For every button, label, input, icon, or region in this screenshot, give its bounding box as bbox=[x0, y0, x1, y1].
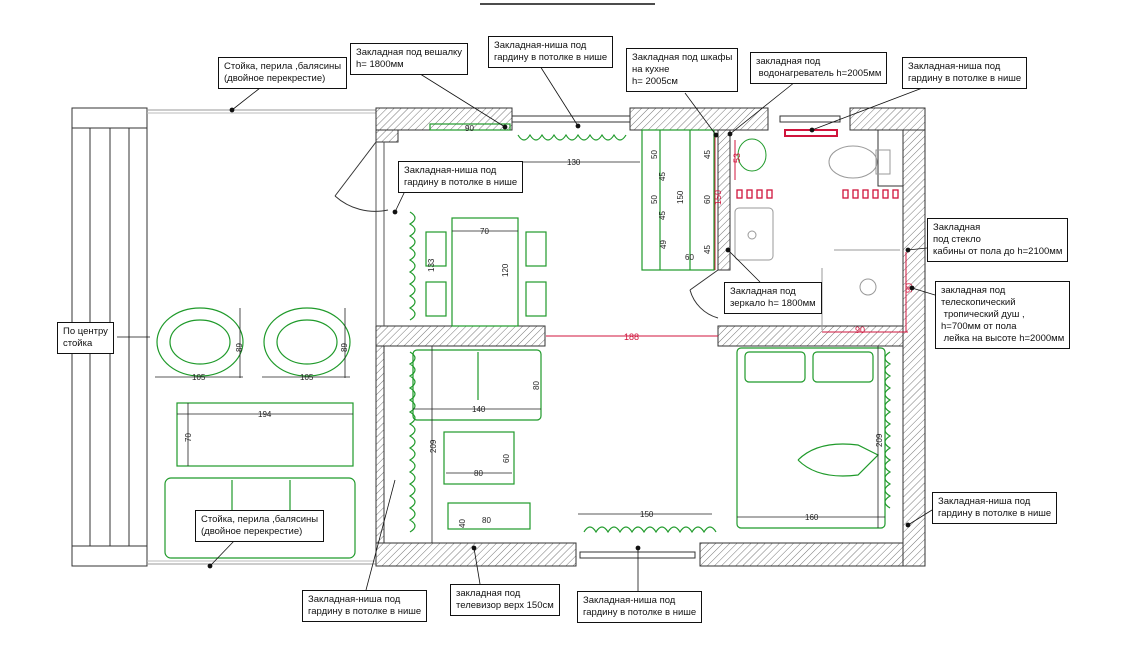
dim-terrace-table-depth: 70 bbox=[184, 433, 193, 442]
dim-k60b: 60 bbox=[703, 195, 712, 204]
label-curtain-bottom-mid: Закладная-ниша под гардину в потолке в н… bbox=[577, 591, 703, 623]
dim-chair1-w: 105 bbox=[192, 373, 206, 382]
label-hanger: Закладная под вешалку h= 1800мм bbox=[350, 43, 469, 75]
dim-table-width: 70 bbox=[480, 227, 489, 236]
curtain-top-living bbox=[517, 133, 627, 141]
dim-k45c: 45 bbox=[703, 150, 712, 159]
dim-k150-red: 150 bbox=[713, 190, 723, 205]
dim-table-length: 120 bbox=[501, 263, 510, 277]
dim-table-133: 133 bbox=[427, 258, 436, 272]
label-kitchen-cabinets: Закладная под шкафы на кухне h= 2005см bbox=[626, 48, 739, 92]
terrace-sofa bbox=[164, 477, 356, 559]
dim-chair1-d: 89 bbox=[235, 343, 244, 352]
dim-bed-length: 209 bbox=[875, 433, 884, 447]
leader-lines bbox=[117, 65, 936, 591]
dim-living-209: 209 bbox=[429, 439, 438, 453]
dim-heater-53: 53 bbox=[732, 153, 742, 163]
curtain-kitchen bbox=[408, 211, 416, 321]
dim-shower-90: 90 bbox=[855, 325, 865, 335]
label-curtain-kitchen: Закладная-ниша под гардину в потолке в н… bbox=[398, 161, 524, 193]
label-water-heater: закладная под водонагреватель h=2005мм bbox=[750, 52, 888, 84]
toilet bbox=[828, 145, 878, 179]
label-curtain-top-bath: Закладная-ниша под гардину в потолке в н… bbox=[902, 57, 1028, 89]
coffee-table bbox=[443, 431, 515, 485]
dim-curtain: 130 bbox=[567, 158, 581, 167]
dim-k50b: 50 bbox=[650, 195, 659, 204]
embeds bbox=[546, 129, 908, 337]
label-center-post: По центру стойка bbox=[57, 322, 114, 354]
sofa bbox=[412, 349, 542, 421]
dim-passage: 188 bbox=[624, 332, 639, 342]
dim-k60a: 60 bbox=[685, 253, 694, 262]
dim-hanger: 90 bbox=[465, 124, 474, 133]
person-figure bbox=[797, 443, 880, 477]
dim-k45b: 45 bbox=[658, 211, 667, 220]
furniture bbox=[156, 123, 892, 559]
label-railing-bottom: Стойка, перила ,балясины (двойное перекр… bbox=[195, 510, 325, 542]
dim-coffee-depth: 60 bbox=[502, 454, 511, 463]
dining-table bbox=[451, 217, 519, 327]
windows bbox=[375, 115, 841, 559]
label-mirror: Закладная под зеркало h= 1800мм bbox=[724, 282, 822, 314]
curtain-bottom bbox=[583, 526, 717, 534]
dim-sofa-depth: 80 bbox=[532, 381, 541, 390]
dim-shower-90v: 90 bbox=[904, 283, 914, 293]
dim-k45a: 45 bbox=[658, 172, 667, 181]
dim-tv: 80 bbox=[482, 516, 491, 525]
label-tv: закладная под телевизор верх 150см bbox=[450, 584, 560, 616]
bed bbox=[736, 347, 886, 529]
dim-k50a: 50 bbox=[650, 150, 659, 159]
label-shower: закладная под телескопический тропически… bbox=[935, 281, 1071, 349]
water-heater bbox=[737, 138, 767, 172]
curtain-bedroom bbox=[884, 351, 892, 509]
dim-bed-width: 160 bbox=[805, 513, 819, 522]
tv-stand bbox=[447, 502, 531, 530]
dim-sofa: 140 bbox=[472, 405, 486, 414]
dimension-labels: 90 130 70 133 120 105 89 105 89 194 70 1… bbox=[184, 124, 914, 528]
shower-head bbox=[859, 278, 877, 296]
washbasin bbox=[734, 207, 774, 261]
dim-curtain-150: 150 bbox=[640, 510, 654, 519]
dim-terrace-table: 194 bbox=[258, 410, 272, 419]
dim-chair2-w: 105 bbox=[300, 373, 314, 382]
terrace-table bbox=[176, 402, 354, 467]
hanger bbox=[429, 123, 511, 131]
armchair-1 bbox=[156, 307, 244, 377]
dim-chair2-d: 89 bbox=[340, 343, 349, 352]
label-curtain-bedroom: Закладная-ниша под гардину в потолке в н… bbox=[932, 492, 1058, 524]
dim-tv-depth: 40 bbox=[458, 519, 467, 528]
label-shower-glass: Закладная под стекло кабины от пола до h… bbox=[927, 218, 1069, 262]
label-curtain-top-living: Закладная-ниша под гардину в потолке в н… bbox=[488, 36, 614, 68]
doors bbox=[334, 141, 719, 319]
dim-k49: 49 bbox=[659, 240, 668, 249]
dim-coffee: 80 bbox=[474, 469, 483, 478]
kitchen-cabinets bbox=[641, 129, 715, 271]
label-curtain-bottom-left: Закладная-ниша под гардину в потолке в н… bbox=[302, 590, 428, 622]
armchair-2 bbox=[263, 307, 351, 377]
curtain-living-left bbox=[408, 351, 416, 533]
label-railing-top: Стойка, перила ,балясины (двойное перекр… bbox=[218, 57, 348, 89]
dim-k150: 150 bbox=[676, 190, 685, 204]
dim-k45d: 45 bbox=[703, 245, 712, 254]
bathroom-fixtures bbox=[734, 138, 900, 330]
